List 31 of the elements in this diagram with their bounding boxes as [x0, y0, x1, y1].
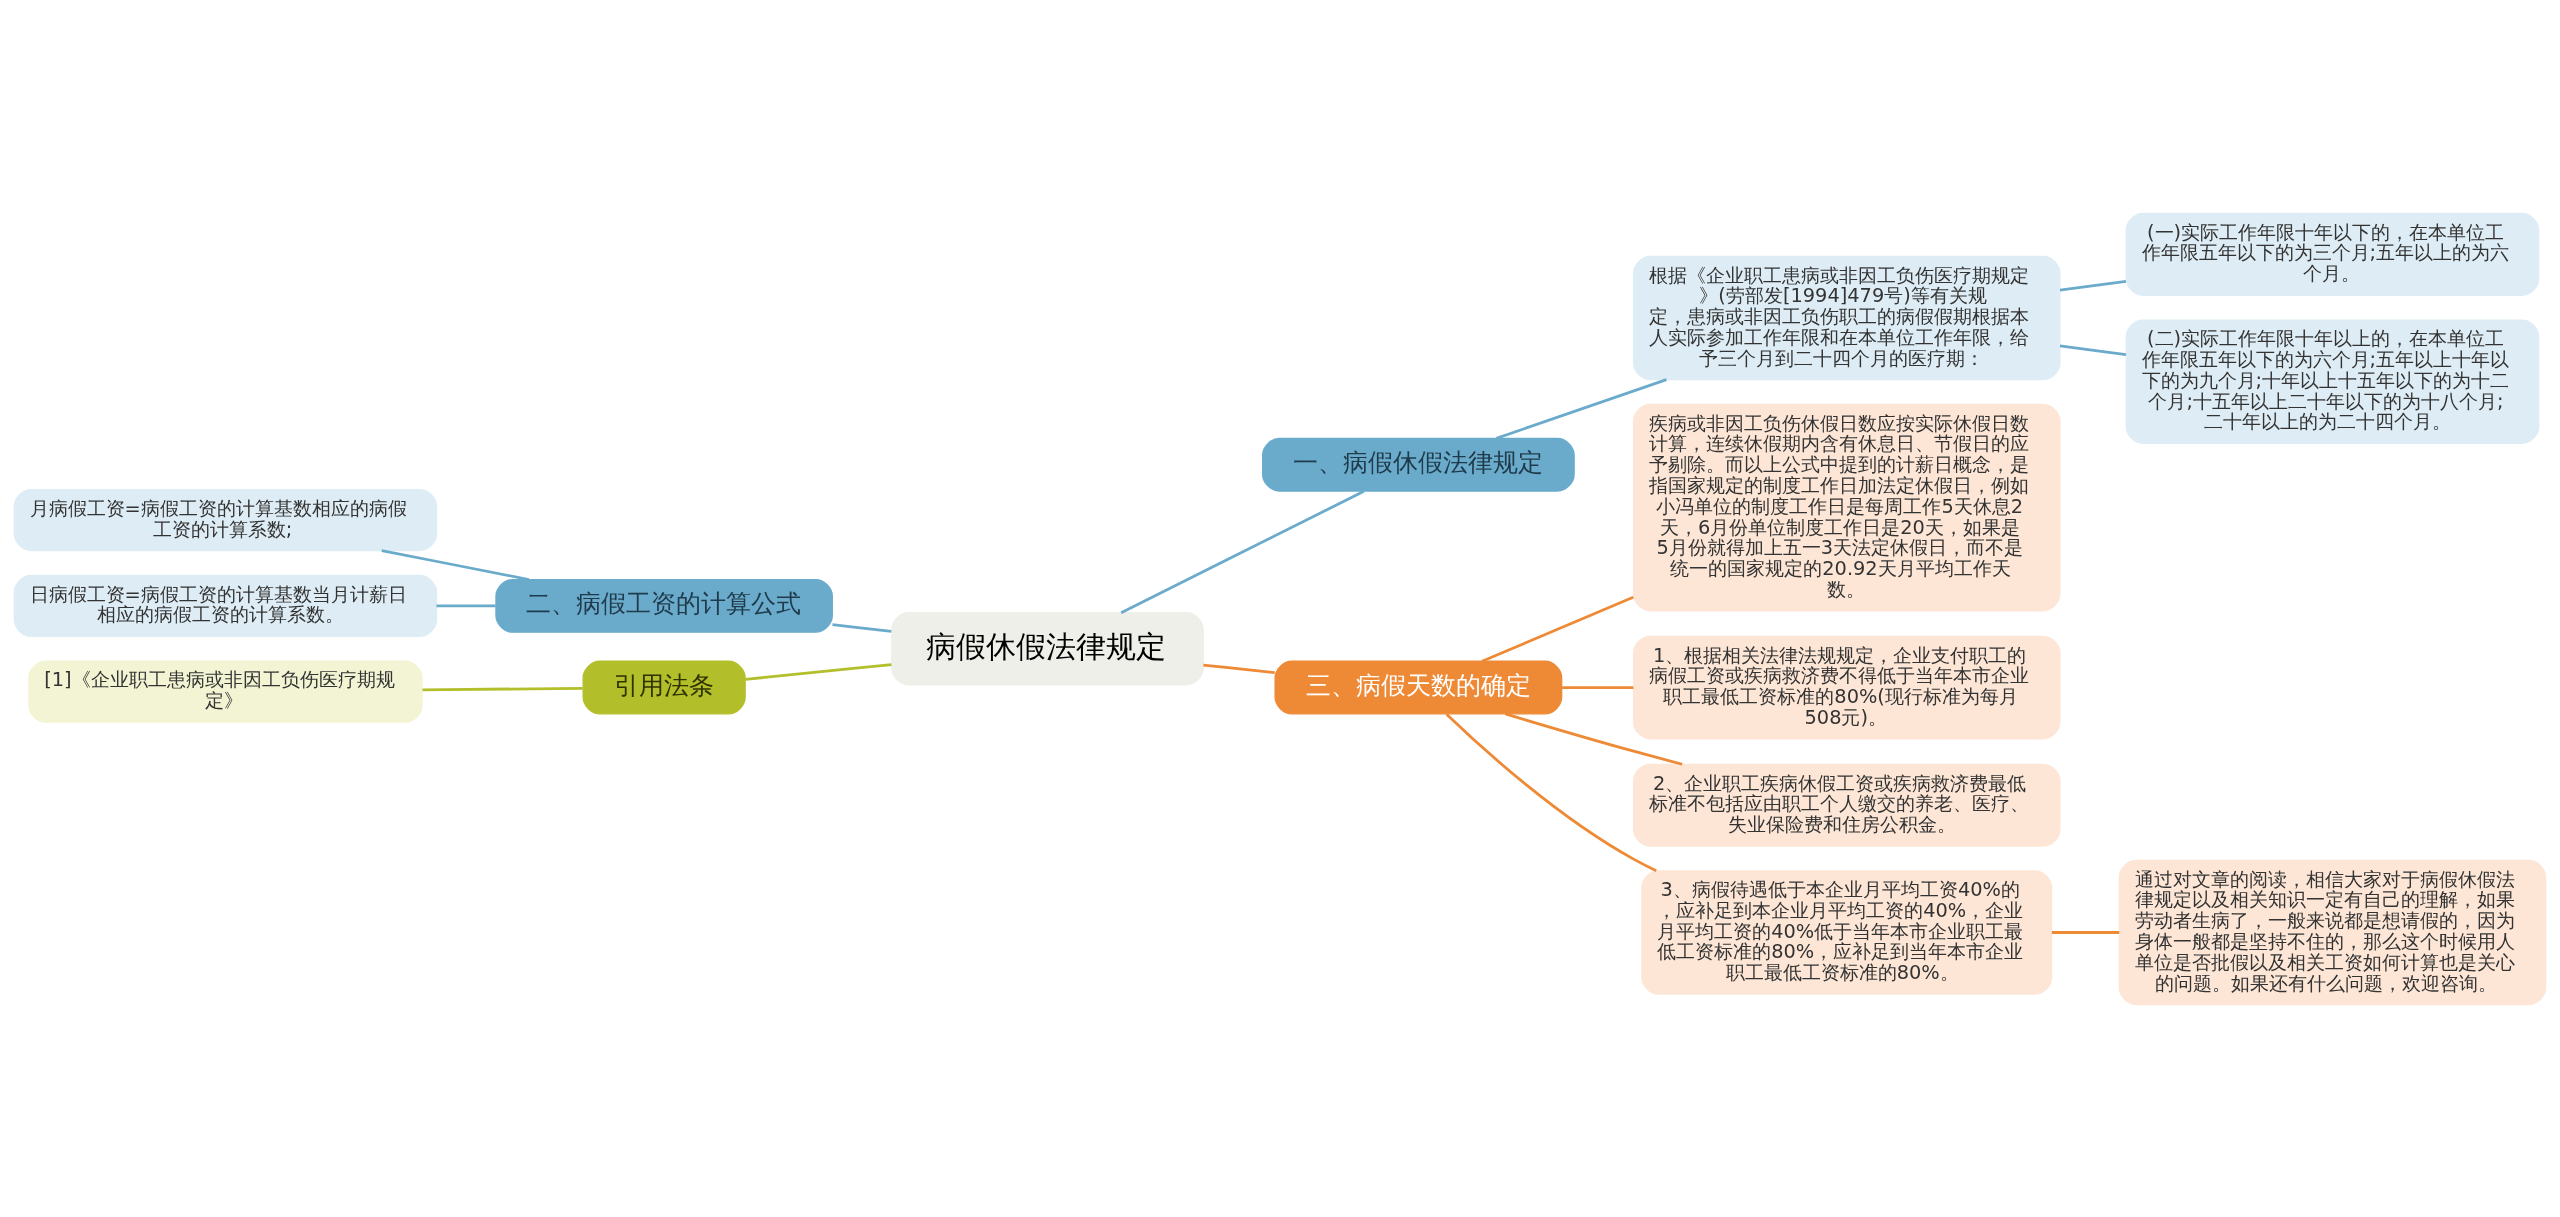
node-box: 日病假工资=病假工资的计算基数当月计薪日相应的病假工资的计算系数。 — [13, 574, 438, 637]
node-box: 1、根据相关法律法规规定，企业支付职工的病假工资或疾病救济费不得低于当年本市企业职工最低工资标准的80%(现行标准为每月508元)。 — [1632, 635, 2061, 739]
node-box: 月病假工资=病假工资的计算基数相应的病假工资的计算系数; — [13, 488, 438, 551]
node-box: 根据《企业职工患病或非因工负伤医疗期规定》(劳部发[1994]479号)等有关规定，患病或非因工负伤职工的病假假期根据本人实际参加工作年限和在本单位工作年限，给予三个月到二十四个月的医疗期： — [1632, 255, 2061, 380]
connector — [1445, 712, 1657, 872]
connector — [422, 686, 583, 691]
connector — [1562, 685, 1634, 689]
node-box: 二、病假工资的计算公式 — [495, 578, 833, 633]
connector — [2059, 344, 2127, 356]
node-box: 一、病假休假法律规定 — [1262, 437, 1575, 492]
node-box: 病假休假法律规定 — [891, 611, 1204, 685]
connector — [832, 622, 892, 633]
connector — [745, 662, 892, 681]
node-box: (一)实际工作年限十年以下的，在本单位工作年限五年以下的为三个月;五年以上的为六个月。 — [2125, 212, 2540, 296]
node-box: [1]《企业职工患病或非因工负伤医疗期规定》 — [28, 660, 423, 723]
node-box: 2、企业职工疾病休假工资或疾病救济费最低标准不包括应由职工个人缴交的养老、医疗、失业保险费和住房公积金。 — [1632, 763, 2061, 847]
connector — [1495, 377, 1667, 440]
node-box: 三、病假天数的确定 — [1274, 660, 1563, 715]
node-box: 通过对文章的阅读，相信大家对于病假休假法律规定以及相关知识一定有自己的理解，如果劳动者生病了，一般来说都是想请假的，因为身体一般都是坚持不住的，那么这个时候用人单位是否批假以及相关工资如何计算也是关心的问题。如果还有什么问题，欢迎咨询。 — [2118, 859, 2547, 1005]
connector — [1120, 489, 1365, 614]
node-box: 引用法条 — [582, 660, 746, 715]
connector — [1203, 663, 1275, 674]
connector — [381, 548, 530, 581]
connector — [1505, 712, 1683, 766]
connector — [2059, 279, 2127, 291]
node-box: 3、病假待遇低于本企业月平均工资40%的，应补足到本企业月平均工资的40%，企业月平均工资的40%低于当年本市企业职工最低工资标准的80%，应补足到当年本市企业职工最低工资标准的80%。 — [1641, 869, 2053, 995]
connector — [436, 604, 496, 607]
node-box: (二)实际工作年限十年以上的，在本单位工作年限五年以下的为六个月;五年以上十年以下的为九个月;十年以上十五年以下的为十二个月;十五年以上二十年以下的为十八个月;二十年以上的为二十四个月。 — [2125, 318, 2540, 444]
connector — [2051, 930, 2120, 934]
node-box: 疾病或非因工负伤休假日数应按实际休假日数计算，连续休假期内含有休息日、节假日的应予剔除。而以上公式中提到的计薪日概念，是指国家规定的制度工作日加法定休假日，例如小冯单位的制度工作日是每周工作5天休息2天，6月份单位制度工作日是20天，如果是5月份就得加上五一3天法定休假日，而不是统一的国家规定的20.92天月平均工作天数。 — [1632, 403, 2061, 611]
connector — [1481, 595, 1634, 662]
